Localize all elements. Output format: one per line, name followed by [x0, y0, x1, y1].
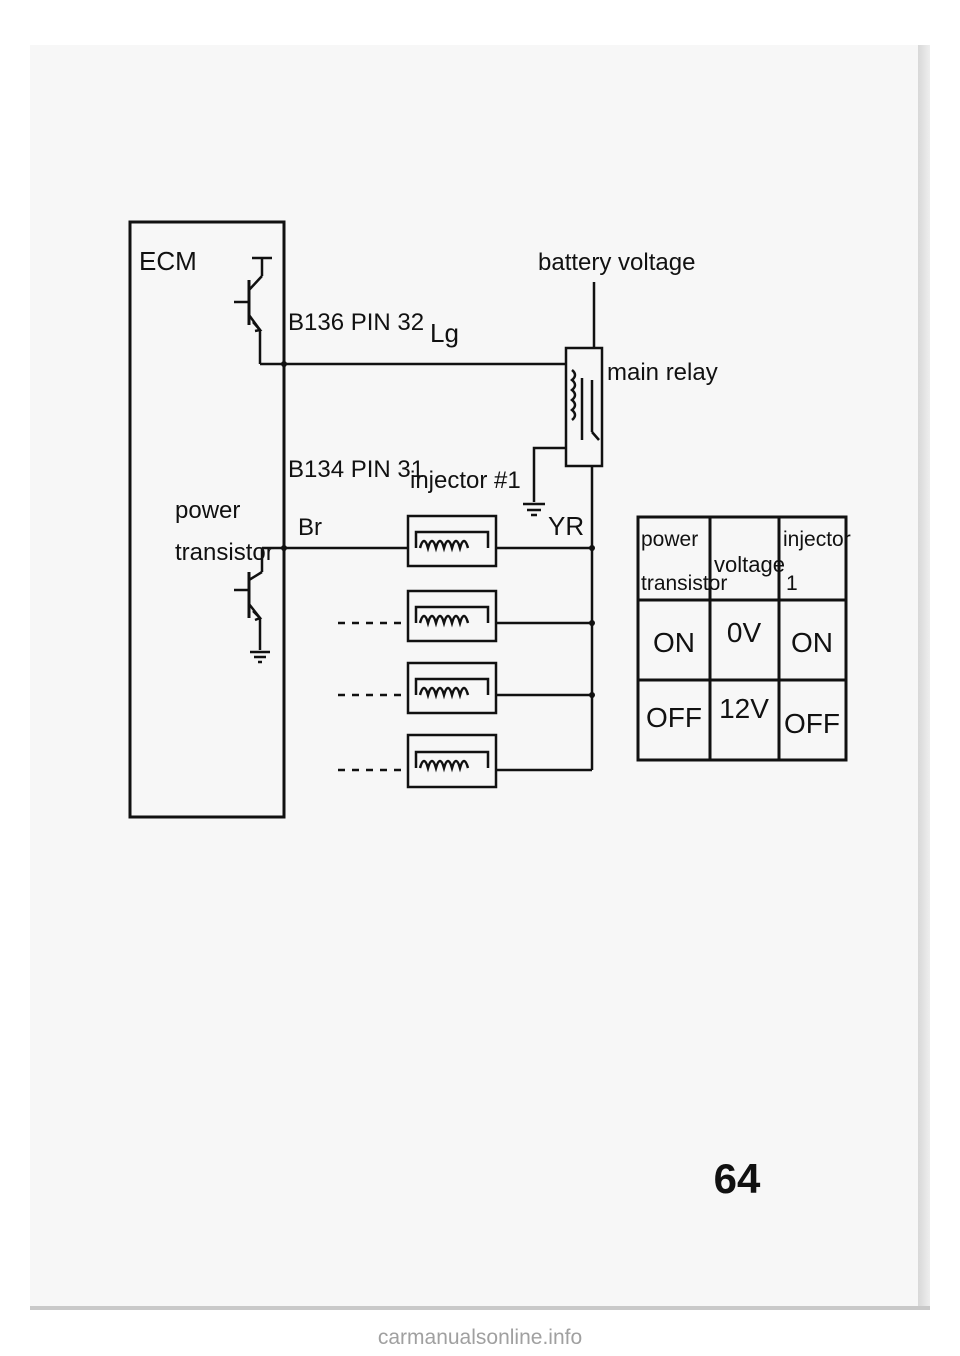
pin32-label: B136 PIN 32	[288, 309, 424, 336]
wire-yr-label: YR	[548, 511, 584, 541]
main-relay-label: main relay	[607, 359, 718, 386]
table-header-injector-line2: 1	[786, 572, 798, 595]
page-number: 64	[714, 1155, 761, 1202]
status-table: power transistor voltage injector 1 ON 0…	[636, 515, 851, 762]
battery-voltage-label: battery voltage	[538, 249, 695, 276]
table-cell-off-transistor: OFF	[646, 702, 702, 733]
table-cell-off-injector: OFF	[784, 708, 840, 739]
relay-ground-wire	[532, 446, 566, 502]
upper-transistor-symbol	[234, 256, 284, 366]
pin31-label: B134 PIN 31	[288, 456, 424, 483]
watermark-text: carmanualsonline.info	[377, 1326, 583, 1349]
table-cell-on-injector: ON	[791, 627, 833, 658]
table-cell-12v: 12V	[719, 693, 769, 724]
power-transistor-symbol	[234, 546, 284, 664]
table-header-transistor-line2: transistor	[641, 572, 727, 595]
relay-ground-icon	[523, 502, 545, 517]
wire-br-label: Br	[298, 514, 322, 541]
injector-2-symbol	[338, 589, 592, 643]
power-transistor-label-line1: power	[175, 497, 240, 524]
table-header-injector-line1: injector	[783, 528, 851, 551]
injector-1-label: injector #1	[410, 467, 521, 494]
injector-4-symbol	[338, 733, 592, 789]
table-header-transistor-line1: power	[641, 528, 698, 551]
table-cell-0v: 0V	[727, 617, 762, 648]
main-relay-symbol	[564, 346, 604, 468]
injector-1-symbol	[406, 514, 592, 568]
injector-3-symbol	[338, 661, 592, 715]
junction-dots	[281, 361, 595, 698]
table-cell-on-transistor: ON	[653, 627, 695, 658]
page-bottom-edge	[30, 1306, 930, 1310]
wire-lg-label: Lg	[430, 318, 459, 348]
power-transistor-label-line2: transistor	[175, 539, 274, 566]
table-header-voltage: voltage	[714, 552, 785, 577]
page-edge-shadow	[918, 45, 930, 1310]
ecm-label: ECM	[139, 246, 197, 276]
